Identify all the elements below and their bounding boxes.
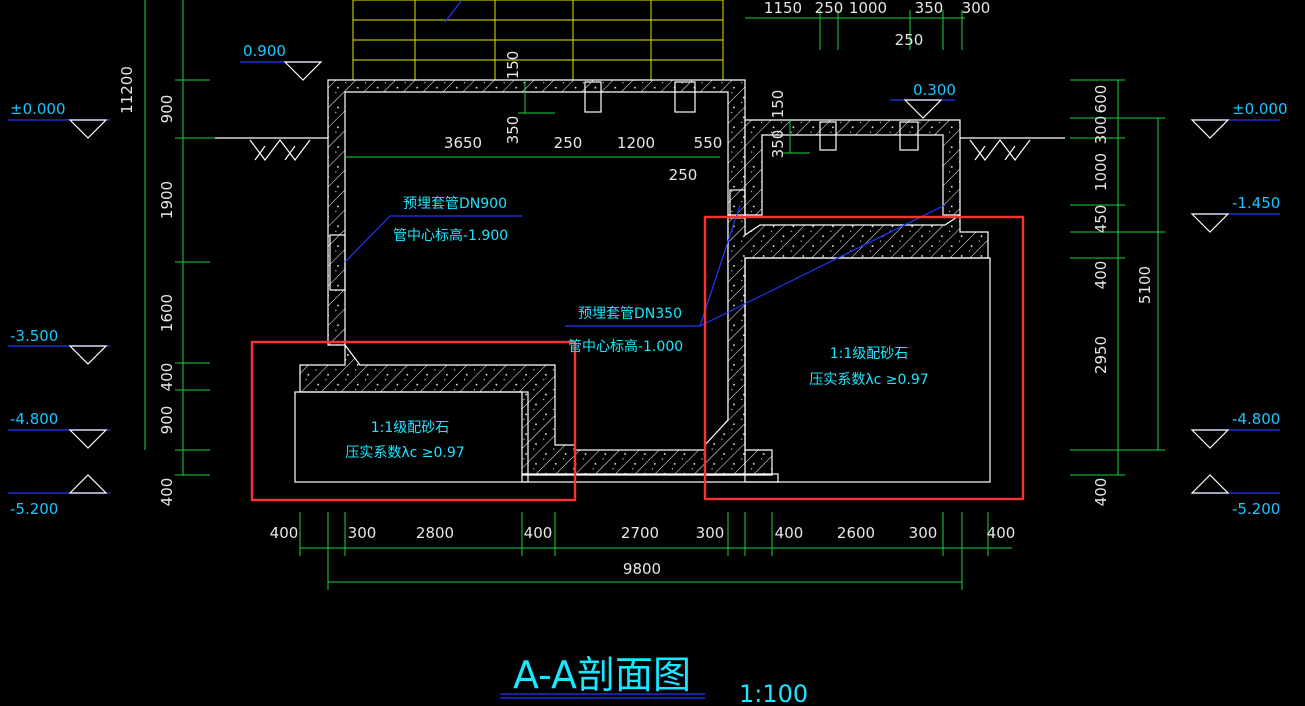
note-fill-left-2: 压实系数λc ≥0.97 <box>345 445 464 461</box>
dim-bottom-2: 2800 <box>416 524 454 542</box>
drawing-title: A-A剖面图 <box>513 653 691 697</box>
dim-right-5: 2950 <box>1092 336 1110 374</box>
dim-right-6: 400 <box>1092 478 1110 507</box>
dim-right-1: 300 <box>1092 116 1110 145</box>
note-pipe-350-2: 管中心标高-1.000 <box>568 338 683 355</box>
dim-right-2: 1000 <box>1092 153 1110 191</box>
dim-bottom-8: 300 <box>909 524 938 542</box>
dim-slab-right: 150 <box>769 90 787 119</box>
dim-left-total: 11200 <box>118 66 136 114</box>
dim-right-3: 450 <box>1092 205 1110 234</box>
dim-bottom-3: 400 <box>524 524 553 542</box>
elev-left-2: -4.800 <box>10 410 58 428</box>
elev-right-1: -1.450 <box>1232 194 1280 212</box>
upper-wall-grid <box>352 0 724 81</box>
dim-bottom-total: 9800 <box>623 560 661 578</box>
elev-right-2: -4.800 <box>1232 410 1280 428</box>
dim-bottom-0: 400 <box>270 524 299 542</box>
dim-left-4: 400 <box>158 363 176 392</box>
dim-top-1: 250 <box>815 0 844 17</box>
dim-bottom-6: 400 <box>775 524 804 542</box>
right-chamber <box>521 119 991 483</box>
dim-bottom-7: 2600 <box>837 524 875 542</box>
dim-top-4: 300 <box>962 0 991 17</box>
dim-slab-right-2: 350 <box>769 130 787 159</box>
dim-top-2: 1000 <box>849 0 887 17</box>
note-pipe-350-1: 预埋套管DN350 <box>578 306 682 322</box>
elev-right-0: ±0.000 <box>1232 100 1288 118</box>
dim-bottom-1: 300 <box>348 524 377 542</box>
note-pipe-900-2: 管中心标高-1.900 <box>393 227 508 244</box>
note-fill-right-1: 1:1级配砂石 <box>830 346 909 362</box>
elev-upper-left: 0.900 <box>243 42 286 60</box>
dim-bottom-9: 400 <box>987 524 1016 542</box>
dim-inner-3: 550 <box>694 134 723 152</box>
note-fill-right-2: 压实系数λc ≥0.97 <box>809 372 928 388</box>
dim-top-sub: 250 <box>895 31 924 49</box>
dim-bottom-5: 300 <box>696 524 725 542</box>
elev-right-3: -5.200 <box>1232 500 1280 518</box>
highlight-box-right <box>703 215 1025 501</box>
note-pipe-900-1: 预埋套管DN900 <box>403 196 507 212</box>
dim-left-3: 1600 <box>158 294 176 332</box>
ground-symbols <box>215 137 1065 161</box>
dim-inner-0: 3650 <box>444 134 482 152</box>
dim-right-0: 600 <box>1092 85 1110 114</box>
dim-right-total: 5100 <box>1136 266 1154 304</box>
dim-top-0: 1150 <box>764 0 802 17</box>
left-chamber <box>294 79 746 483</box>
note-fill-left-1: 1:1级配砂石 <box>371 420 450 436</box>
drawing-scale: 1:100 <box>739 680 808 706</box>
leader-lines <box>344 204 946 699</box>
dim-inner-2: 1200 <box>617 134 655 152</box>
dim-inner-sub: 250 <box>669 166 698 184</box>
elev-left-1: -3.500 <box>10 327 58 345</box>
dim-slab-left: 150 <box>504 51 522 80</box>
elev-upper-right: 0.300 <box>913 81 956 99</box>
dim-bottom-4: 2700 <box>621 524 659 542</box>
highlight-box-left <box>250 340 577 502</box>
dim-right-4: 400 <box>1092 261 1110 290</box>
dim-slab-left-2: 350 <box>504 116 522 145</box>
dim-top-3: 350 <box>915 0 944 17</box>
dim-left-2: 1900 <box>158 181 176 219</box>
dimension-lines <box>144 0 1165 590</box>
dim-inner-1: 250 <box>554 134 583 152</box>
dim-left-1: 900 <box>158 95 176 124</box>
elev-left-3: -5.200 <box>10 500 58 518</box>
elevation-markers <box>8 61 1280 494</box>
dim-left-5: 900 <box>158 406 176 435</box>
dim-left-6: 400 <box>158 478 176 507</box>
elev-left-0: ±0.000 <box>10 100 66 118</box>
